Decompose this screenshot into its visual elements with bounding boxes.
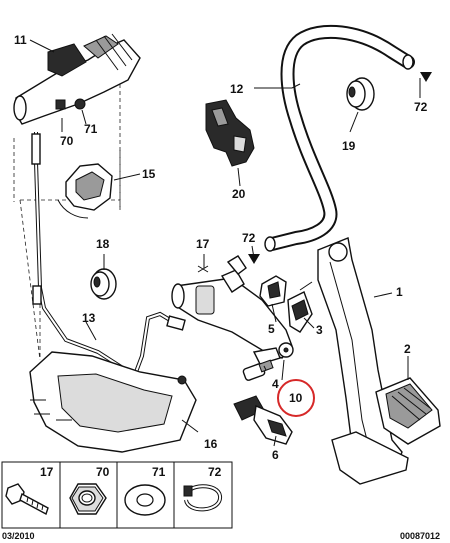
hydraulic-pipe-13 (31, 132, 186, 375)
footer-date: 03/2010 (2, 531, 35, 541)
callout-11: 11 (14, 33, 27, 47)
callout-70: 70 (60, 134, 74, 148)
brake-pedal-pad (375, 377, 441, 445)
clevis-pin-4 (242, 359, 274, 381)
bleed-screw-17 (197, 265, 209, 273)
callout-20: 20 (232, 187, 246, 201)
assembly-dashed-outline (19, 84, 121, 361)
callout-17: 17 (196, 237, 210, 251)
callout-12: 12 (230, 82, 244, 96)
legend-box-72 (173, 461, 233, 529)
pedal-switch-3 (287, 281, 313, 333)
callout-16: 16 (204, 437, 218, 451)
legend-number-71: 71 (152, 465, 166, 479)
callout-2: 2 (404, 342, 411, 356)
callout-4: 4 (272, 377, 279, 391)
leader-lines (29, 39, 421, 447)
callout-19: 19 (342, 139, 356, 153)
stop-switch-6 (233, 395, 293, 445)
washer-icon (124, 484, 166, 516)
bush-18 (90, 268, 117, 300)
clutch-master-cylinder (171, 255, 294, 365)
callout-6: 6 (272, 448, 279, 462)
callout-71: 71 (84, 122, 98, 136)
callout-labels: 11 12 72 70 71 19 15 20 72 18 17 1 5 3 1… (14, 33, 428, 462)
clutch-slave-cylinder (13, 33, 141, 125)
rubber-bush-19 (346, 77, 375, 111)
legend: 17 70 71 72 (1, 461, 233, 529)
legend-number-17: 17 (40, 465, 54, 479)
hose-clamp-icon (183, 484, 222, 512)
footer-reference: 00087012 (400, 531, 440, 541)
hose-clip-72 (248, 254, 260, 264)
support-plate-16 (29, 351, 197, 453)
clutch-return-hose (264, 24, 415, 252)
nut-icon (69, 483, 107, 515)
callout-15: 15 (142, 167, 156, 181)
retaining-clip-5 (259, 275, 287, 307)
pipe-bracket-15 (57, 163, 113, 219)
legend-number-72: 72 (208, 465, 222, 479)
callout-72-mid: 72 (242, 231, 256, 245)
mounting-bracket-20 (205, 99, 255, 167)
callout-13: 13 (82, 311, 96, 325)
legend-number-70: 70 (96, 465, 110, 479)
highlight-circle-10 (277, 379, 315, 417)
callout-1: 1 (396, 285, 403, 299)
callout-18: 18 (96, 237, 110, 251)
callout-5: 5 (268, 322, 275, 336)
callout-72-top: 72 (414, 100, 428, 114)
hose-clip-72-top (420, 72, 432, 82)
callout-3: 3 (316, 323, 323, 337)
clutch-pedal (317, 237, 409, 485)
bolt-icon (5, 483, 49, 516)
callout-10: 10 (289, 391, 303, 405)
